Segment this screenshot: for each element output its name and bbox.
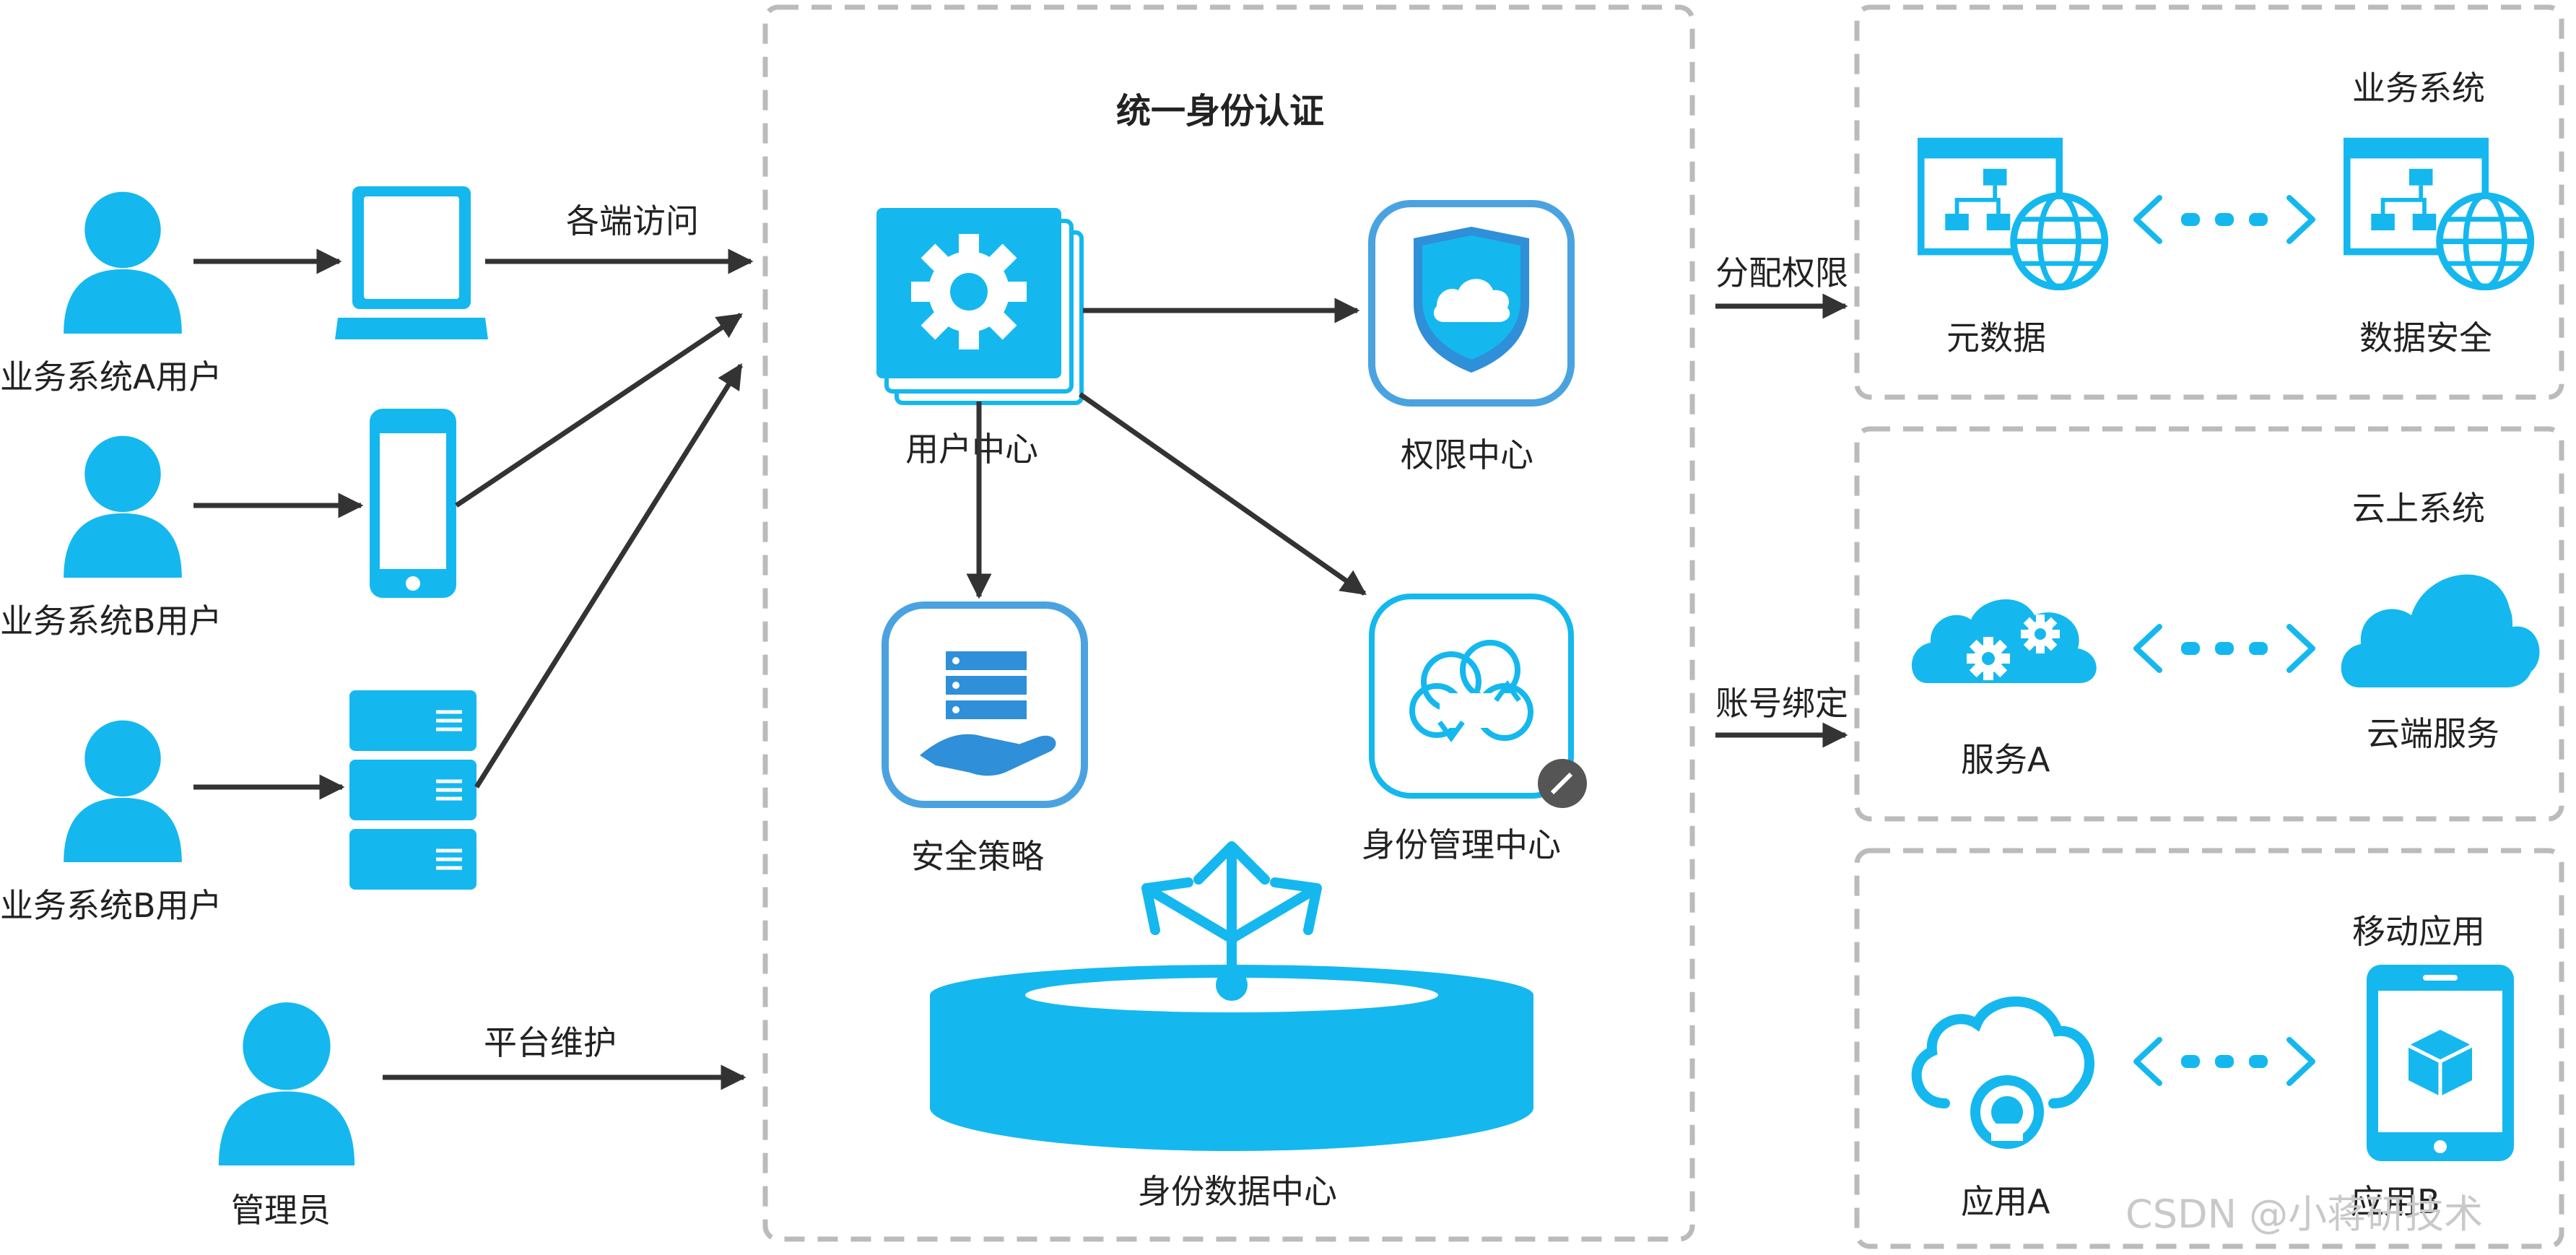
arrow-user-identity-mgmt xyxy=(1078,392,1367,596)
business-system-title: 业务系统 xyxy=(2352,69,2485,108)
edge-label-assign-permission: 分配权限 xyxy=(1715,253,1848,292)
edit-handle-icon[interactable] xyxy=(1538,759,1587,808)
sitemap-globe-icon xyxy=(2344,138,2531,287)
cloud-sync-icon xyxy=(1369,594,1574,799)
edge-label-multi-access: 各端访问 xyxy=(566,201,699,240)
user-b1-label: 业务系统B用户 xyxy=(0,602,222,640)
edge-label-platform-maintain: 平台维护 xyxy=(484,1023,617,1062)
dot-arrow-icon xyxy=(2136,1040,2312,1083)
dot-arrow-icon xyxy=(2136,627,2312,670)
laptop-icon xyxy=(335,186,488,339)
person-icon xyxy=(64,435,182,578)
person-icon xyxy=(218,1002,355,1165)
cloud-system-panel xyxy=(1854,426,2564,822)
business-system-panel xyxy=(1854,4,2564,400)
security-policy-label: 安全策略 xyxy=(911,837,1044,876)
app-a-label: 应用A xyxy=(1961,1182,2050,1221)
server-hand-icon xyxy=(882,602,1088,808)
identity-mgmt-center-label: 身份管理中心 xyxy=(1362,825,1561,864)
identity-data-center-label: 身份数据中心 xyxy=(1138,1172,1337,1211)
center-title: 统一身份认证 xyxy=(1116,91,1324,131)
watermark: CSDN @小蒋研技术 xyxy=(2125,1191,2483,1237)
phone-icon xyxy=(370,409,456,598)
app-b-label: 应用B xyxy=(2351,1182,2440,1221)
metadata-label: 元数据 xyxy=(1946,318,2046,357)
central-panel xyxy=(762,4,1695,1242)
server-rack-icon xyxy=(349,690,477,890)
service-a-label: 服务A xyxy=(1961,740,2050,779)
cloud-icon xyxy=(2341,574,2540,687)
data-security-label: 数据安全 xyxy=(2359,318,2492,357)
user-b2-label: 业务系统B用户 xyxy=(0,886,222,925)
shield-cloud-icon xyxy=(1368,200,1575,407)
cloud-system-title: 云上系统 xyxy=(2352,489,2485,528)
arrow-phone-center xyxy=(455,313,743,508)
user-a-label: 业务系统A用户 xyxy=(0,357,222,396)
cloud-app-icon xyxy=(1911,996,2094,1149)
gear-stack-icon xyxy=(876,208,1084,405)
dot-arrow-icon xyxy=(2136,198,2312,241)
permission-center-label: 权限中心 xyxy=(1401,435,1533,474)
mobile-app-title: 移动应用 xyxy=(2352,912,2485,951)
cloud-service-label: 云端服务 xyxy=(2367,714,2499,753)
cloud-gears-icon xyxy=(1911,599,2097,683)
edge-label-account-binding: 账号绑定 xyxy=(1715,684,1848,723)
branch-arrows-icon xyxy=(1141,841,1322,987)
database-disk-icon xyxy=(930,965,1533,1151)
sitemap-globe-icon xyxy=(1918,138,2105,287)
person-icon xyxy=(64,191,182,334)
tablet-cube-icon xyxy=(2367,965,2514,1161)
arrow-server-center xyxy=(474,363,743,789)
admin-label: 管理员 xyxy=(231,1191,331,1230)
user-center-label: 用户中心 xyxy=(905,430,1038,469)
mobile-app-panel xyxy=(1854,848,2564,1249)
person-icon xyxy=(64,720,182,862)
